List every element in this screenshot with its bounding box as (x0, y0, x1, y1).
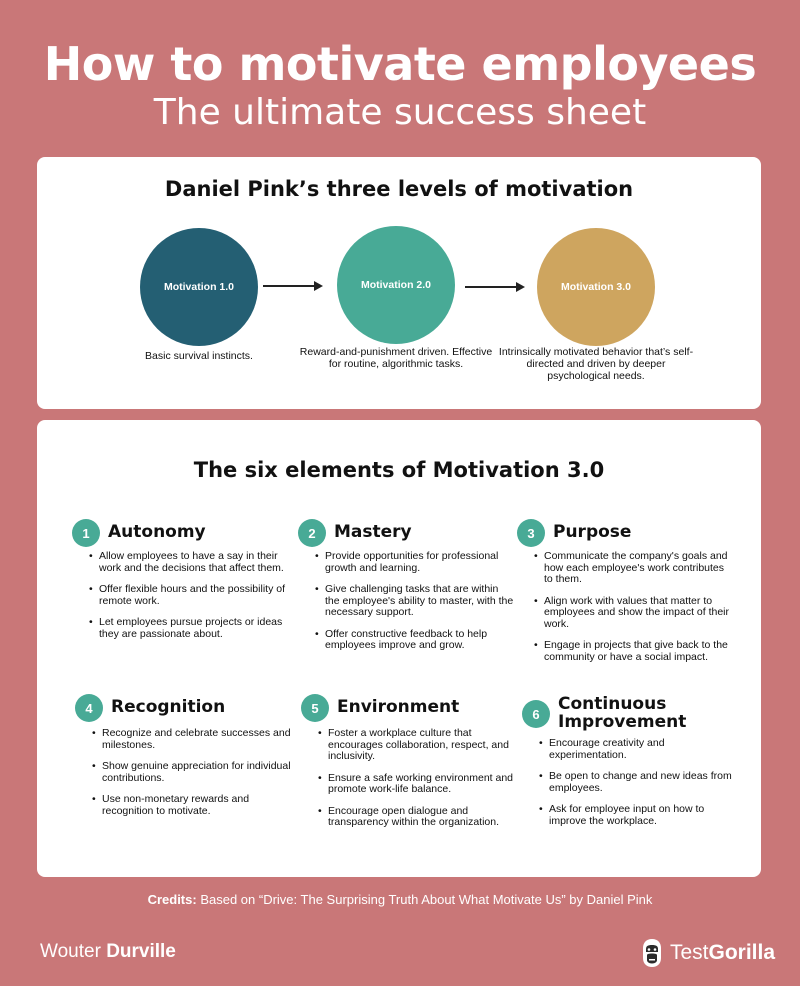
brand-name-first: Test (670, 941, 709, 964)
motivation-1-label: Motivation 1.0 (163, 281, 234, 293)
element-title: Mastery (334, 522, 412, 542)
element-mastery: 2 Mastery Provide opportunities for prof… (298, 519, 513, 651)
motivation-3-label: Motivation 3.0 (560, 281, 631, 293)
list-item: Be open to change and new ideas from emp… (539, 770, 739, 794)
list-item: Let employees pursue projects or ideas t… (89, 616, 289, 640)
credits-text: Based on “Drive: The Surprising Truth Ab… (200, 892, 653, 907)
list-item: Foster a workplace culture that encourag… (318, 727, 518, 763)
bullet-list: Provide opportunities for professional g… (315, 550, 515, 662)
element-title: Environment (337, 697, 460, 717)
credits: Credits: Based on “Drive: The Surprising… (0, 892, 800, 907)
author-last-name: Durville (106, 941, 176, 962)
bullet-list: Foster a workplace culture that encourag… (318, 727, 518, 839)
list-item: Offer flexible hours and the possibility… (89, 583, 289, 607)
list-item: Show genuine appreciation for individual… (92, 760, 292, 784)
list-item: Provide opportunities for professional g… (315, 550, 515, 574)
motivation-2-description: Reward-and-punishment driven. Effective … (299, 346, 493, 370)
author-first-name: Wouter (40, 941, 101, 962)
list-item: Ask for employee input on how to improve… (539, 803, 739, 827)
list-item: Recognize and celebrate successes and mi… (92, 727, 292, 751)
list-item: Allow employees to have a say in their w… (89, 550, 289, 574)
elements-heading: The six elements of Motivation 3.0 (193, 458, 605, 482)
motivation-3-description: Intrinsically motivated behavior that’s … (498, 346, 694, 382)
levels-heading: Daniel Pink’s three levels of motivation (164, 177, 634, 201)
list-item: Use non-monetary rewards and recognition… (92, 793, 292, 817)
brand-name: TestGorilla (670, 941, 775, 965)
list-item: Communicate the company's goals and how … (534, 550, 734, 586)
element-continuous-improvement: 6 Continuous Improvement Encourage creat… (522, 694, 737, 826)
element-title: Continuous Improvement (558, 694, 687, 732)
bullet-list: Communicate the company's goals and how … (534, 550, 734, 673)
element-autonomy: 1 Autonomy Allow employees to have a say… (72, 519, 287, 639)
element-title: Purpose (553, 522, 632, 542)
list-item: Engage in projects that give back to the… (534, 639, 734, 663)
page-subtitle: The ultimate success sheet (153, 92, 647, 133)
motivation-3-circle: Motivation 3.0 (537, 228, 655, 346)
number-badge: 6 (522, 700, 550, 728)
element-environment: 5 Environment Foster a workplace culture… (301, 694, 516, 828)
list-item: Give challenging tasks that are within t… (315, 583, 515, 619)
gorilla-icon (643, 939, 661, 967)
credits-label: Credits: (147, 892, 197, 907)
element-title: Autonomy (108, 522, 206, 542)
number-badge: 2 (298, 519, 326, 547)
number-badge: 1 (72, 519, 100, 547)
brand-logo: TestGorilla (640, 936, 775, 970)
bullet-list: Recognize and celebrate successes and mi… (92, 727, 292, 827)
brand-name-last: Gorilla (708, 941, 776, 964)
number-badge: 5 (301, 694, 329, 722)
elements-card: The six elements of Motivation 3.0 1 Aut… (37, 420, 761, 877)
arrow-right-icon (263, 280, 323, 292)
arrow-right-icon (465, 281, 525, 293)
page-title: How to motivate employees (43, 37, 757, 91)
bullet-list: Allow employees to have a say in their w… (89, 550, 289, 650)
list-item: Ensure a safe working environment and pr… (318, 772, 518, 796)
element-title: Recognition (111, 697, 226, 717)
motivation-2-circle: Motivation 2.0 (337, 226, 455, 344)
list-item: Encourage open dialogue and transparency… (318, 805, 518, 829)
bullet-list: Encourage creativity and experimentation… (539, 737, 739, 837)
number-badge: 4 (75, 694, 103, 722)
list-item: Align work with values that matter to em… (534, 595, 734, 631)
motivation-1-description: Basic survival instincts. (145, 350, 253, 362)
motivation-2-label: Motivation 2.0 (360, 279, 431, 291)
number-badge: 3 (517, 519, 545, 547)
list-item: Offer constructive feedback to help empl… (315, 628, 515, 652)
element-recognition: 4 Recognition Recognize and celebrate su… (75, 694, 291, 816)
levels-card: Daniel Pink’s three levels of motivation… (37, 157, 761, 409)
author-name: Wouter Durville (40, 941, 176, 963)
list-item: Encourage creativity and experimentation… (539, 737, 739, 761)
motivation-1-circle: Motivation 1.0 (140, 228, 258, 346)
element-purpose: 3 Purpose Communicate the company's goal… (517, 519, 732, 662)
